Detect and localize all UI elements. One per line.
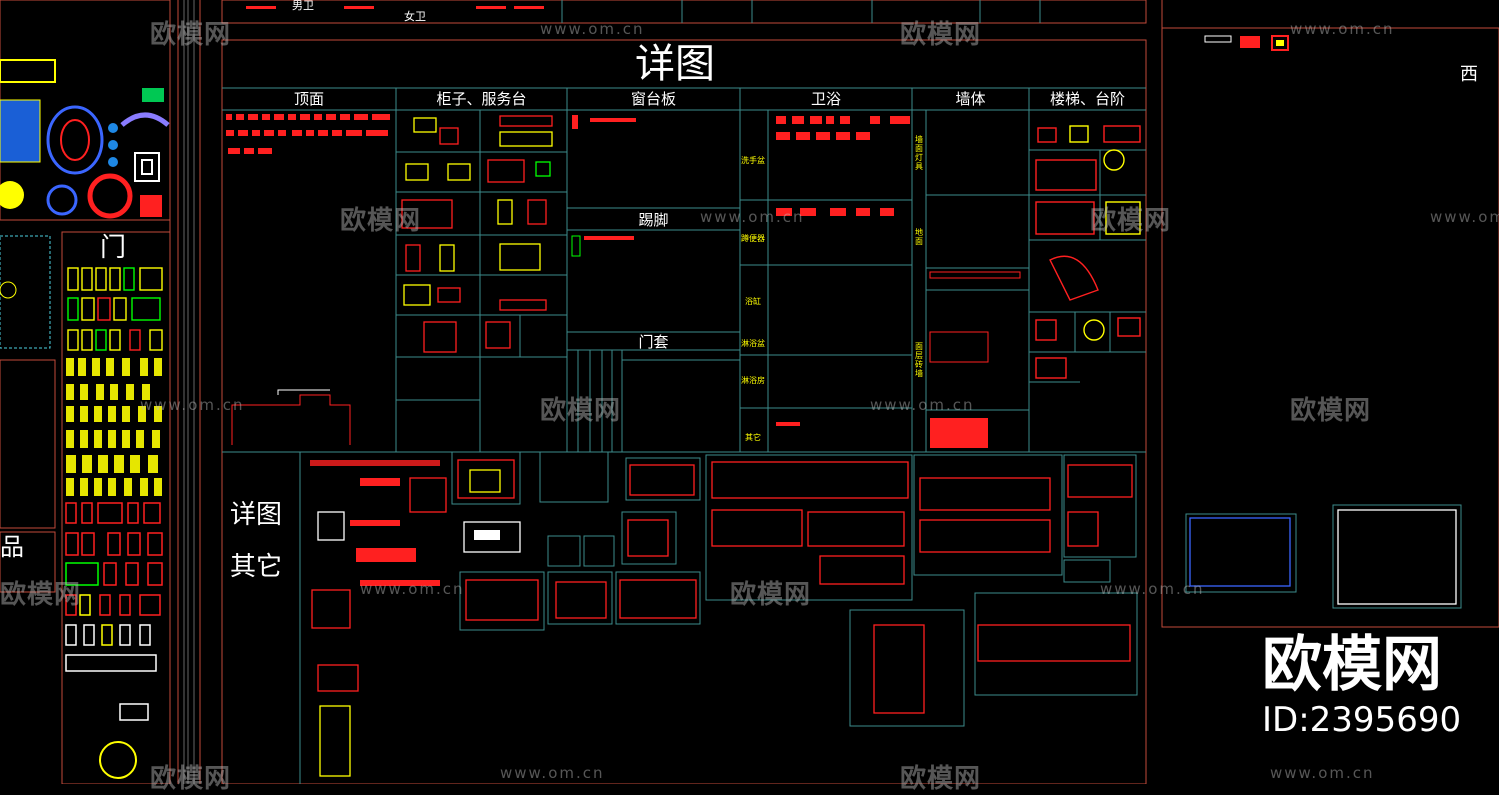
watermark-url: www.om.cn	[140, 396, 245, 414]
watermark-url: www.om.cn	[1430, 208, 1499, 226]
watermark-brand: 欧模网	[340, 206, 422, 236]
asset-id-label: ID:2395690	[1262, 700, 1462, 740]
watermark-brand: 欧模网	[1290, 396, 1372, 426]
watermark-url: www.om.cn	[870, 396, 975, 414]
watermark-url: www.om.cn	[1100, 580, 1205, 598]
other-label-line1: 详图	[230, 500, 283, 530]
watermark-url: www.om.cn	[700, 208, 805, 226]
watermark-brand: 欧模网	[730, 580, 812, 610]
watermark-url: www.om.cn	[1290, 20, 1395, 38]
watermark-url: www.om.cn	[540, 20, 645, 38]
label-men-restroom: 男卫	[292, 0, 314, 12]
bath-label-basin: 洗手盆	[741, 156, 765, 165]
watermark-brand: 欧模网	[1090, 206, 1172, 236]
column-header-ceiling: 顶面	[293, 90, 324, 108]
column-header-stairs: 楼梯、台阶	[1049, 90, 1125, 108]
column-header-wall: 墙体	[955, 90, 986, 108]
watermark-brand: 欧模网	[900, 764, 982, 794]
brand-logo-text: 欧模网	[1262, 630, 1442, 700]
watermark-url: www.om.cn	[500, 764, 605, 782]
sub-header-kick: 踢脚	[638, 211, 669, 229]
bath-label-bathtub: 浴缸	[745, 297, 761, 306]
bath-label-other: 其它	[745, 433, 761, 442]
right-partial-label: 西	[1460, 64, 1478, 85]
watermark-url: www.om.cn	[360, 580, 465, 598]
bath-label-toilet: 蹲便器	[741, 234, 765, 243]
panel-title: 详图	[635, 41, 715, 87]
watermark-brand: 欧模网	[540, 396, 622, 426]
door-section-title: 门	[100, 233, 127, 263]
wall-label-lamps: 墙面灯具	[915, 135, 923, 171]
bath-label-shower-tray: 淋浴盆	[741, 339, 765, 348]
column-header-bathroom: 卫浴	[810, 90, 841, 108]
watermark-brand: 欧模网	[150, 764, 232, 794]
watermark-brand: 欧模网	[150, 20, 232, 50]
bath-label-shower-room: 淋浴房	[741, 376, 765, 385]
watermark-brand: 欧模网	[0, 580, 82, 610]
watermark-brand: 欧模网	[900, 20, 982, 50]
other-label-line2: 其它	[230, 552, 283, 582]
label-women-restroom: 女卫	[404, 10, 426, 23]
sub-header-door-casing: 门套	[638, 333, 669, 351]
column-header-window-sill: 窗台板	[630, 90, 676, 108]
watermark-url: www.om.cn	[1270, 764, 1375, 782]
wall-label-brick: 面层砖墙	[915, 342, 923, 378]
column-header-cabinet: 柜子、服务台	[436, 90, 527, 108]
wall-label-floor: 地面	[915, 228, 923, 246]
left-partial-label: 品	[0, 533, 24, 561]
